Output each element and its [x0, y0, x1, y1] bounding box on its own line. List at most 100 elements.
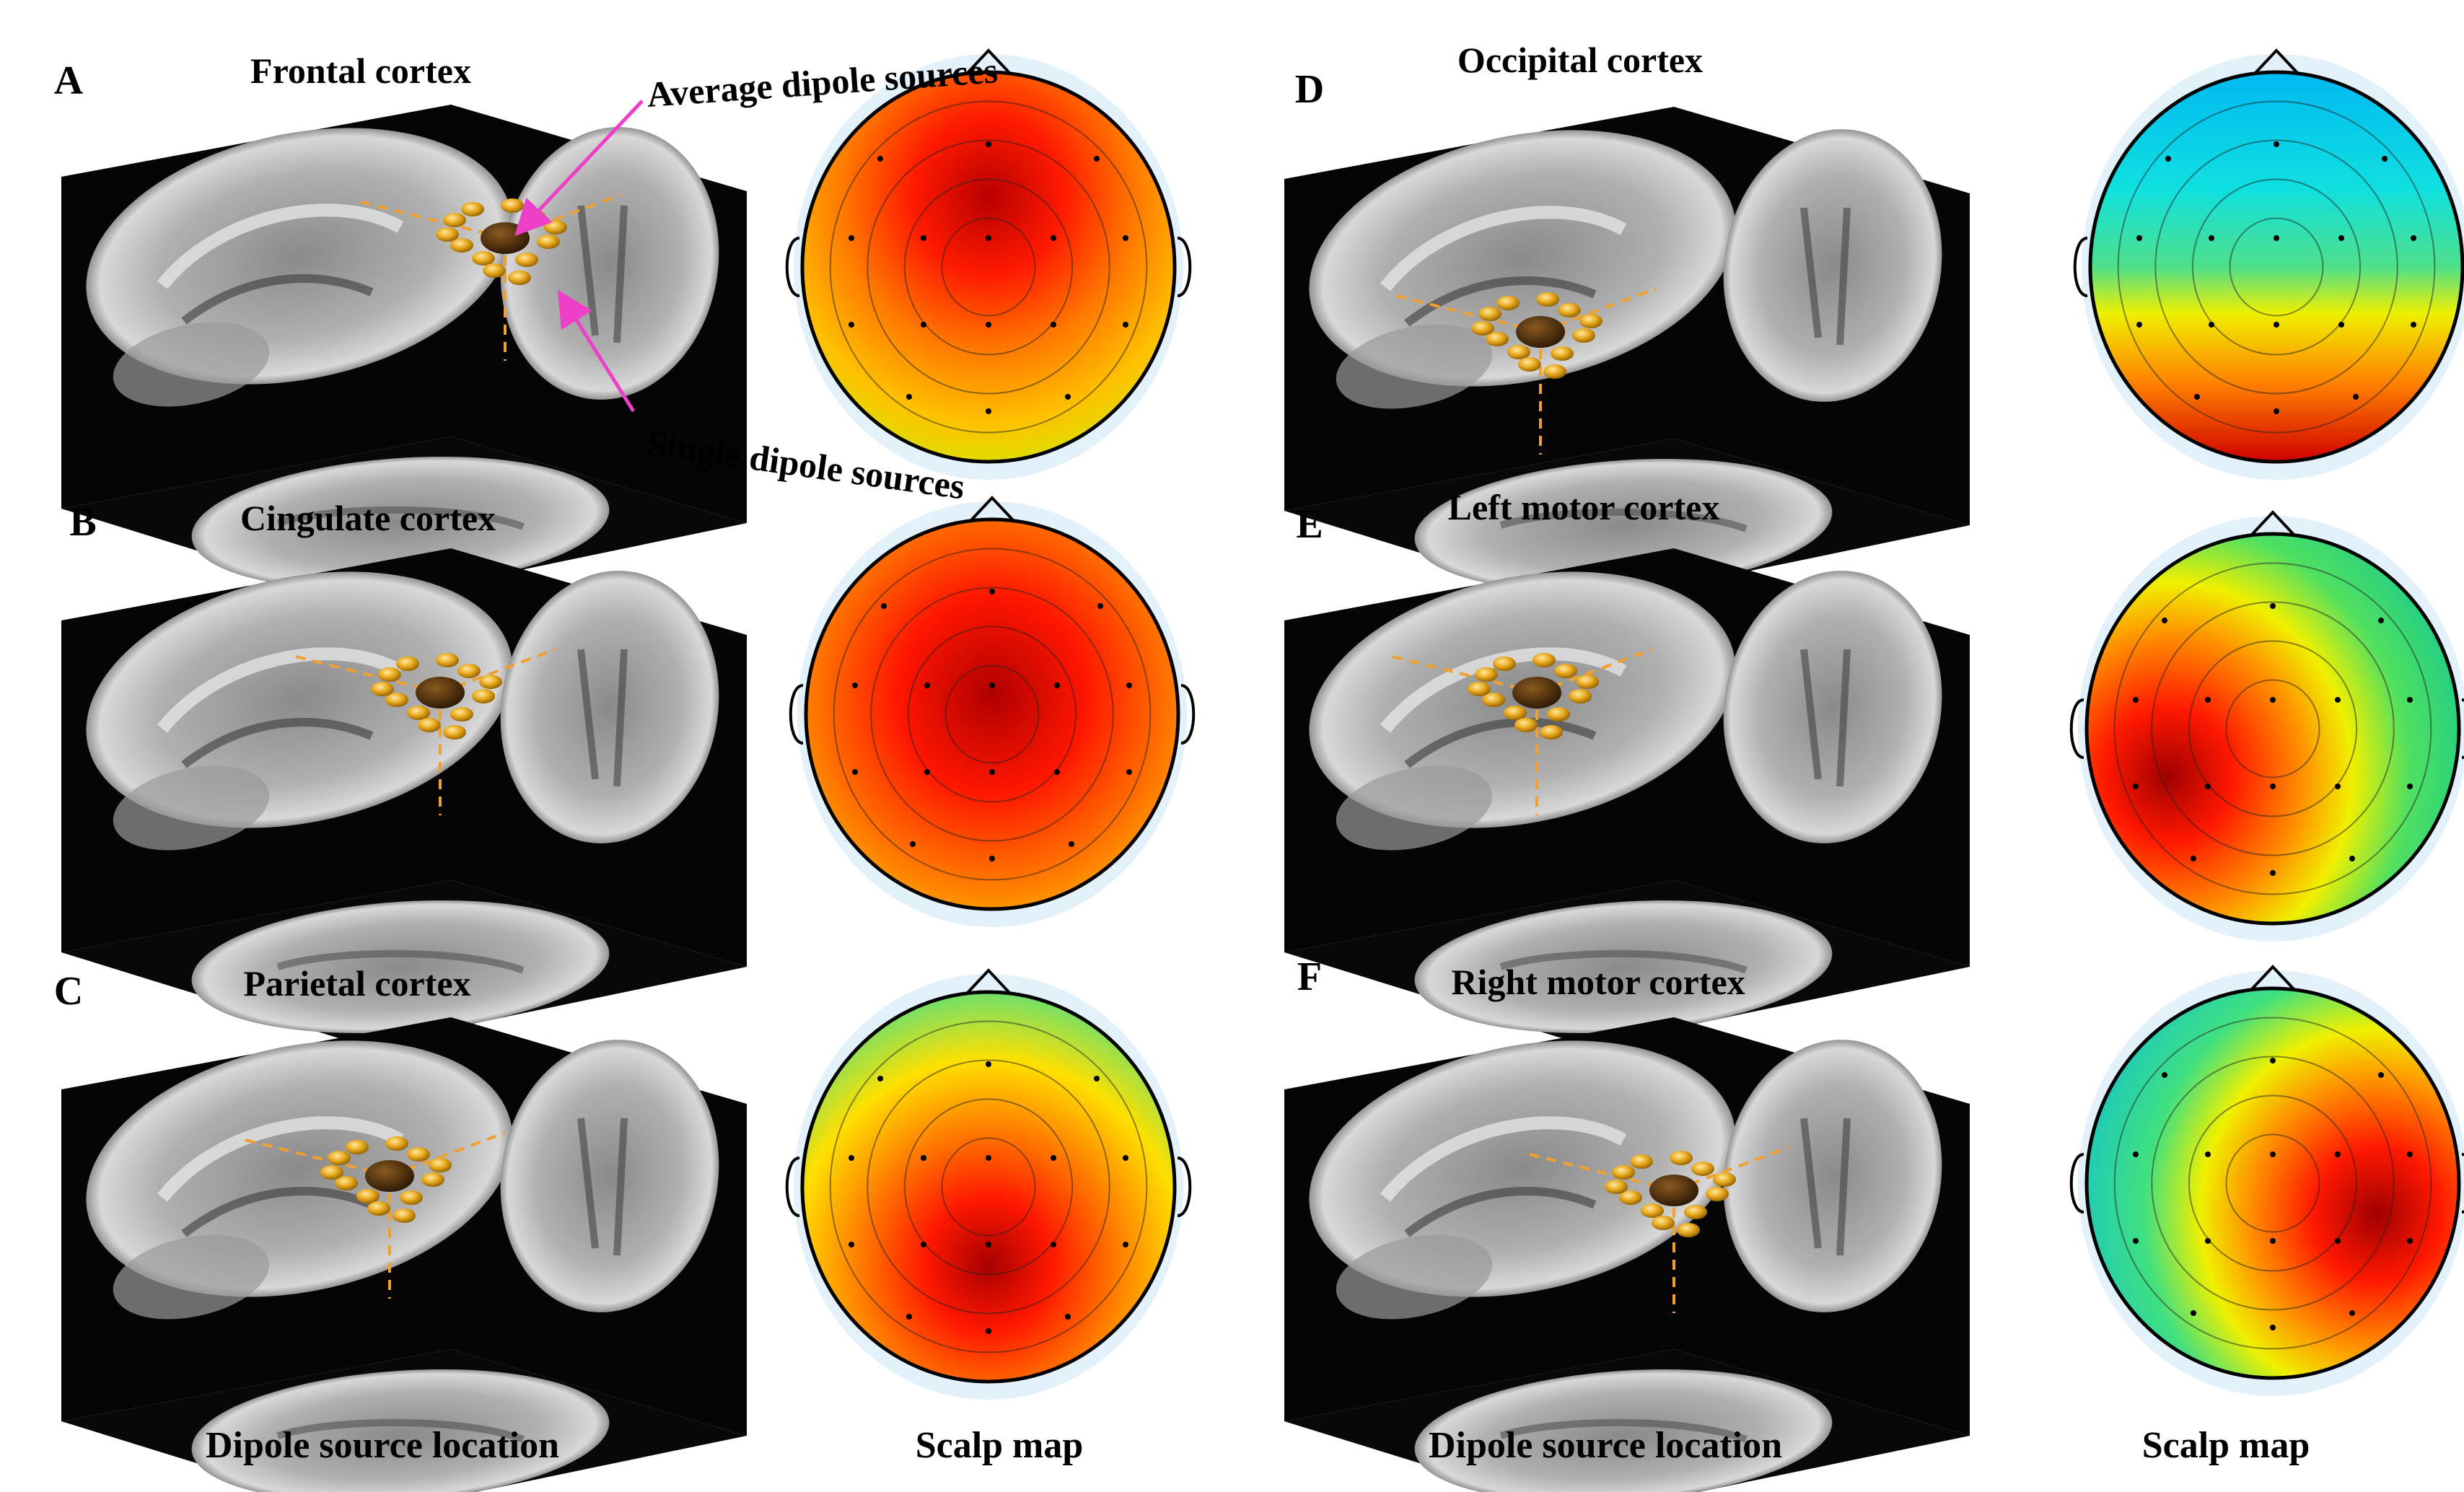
average-dipole-marker: [1649, 1175, 1698, 1206]
single-dipole-marker: [537, 234, 560, 249]
electrode-dot: [2133, 697, 2139, 703]
single-dipole-marker: [1507, 345, 1530, 359]
electrode-dot: [2270, 1238, 2276, 1244]
sagittal-brain: [1309, 1040, 1736, 1297]
scalp-map: [789, 496, 1196, 927]
electrode-dot: [986, 235, 991, 241]
right-ear-icon: [1177, 237, 1192, 297]
single-dipole-marker: [450, 707, 473, 721]
single-dipole-marker: [1605, 1180, 1628, 1194]
electrode-dot: [986, 322, 991, 328]
electrode-dot: [2270, 1058, 2276, 1063]
electrode-dot: [1126, 683, 1132, 688]
electrode-dot: [2335, 1238, 2341, 1244]
dipole-cluster: [1392, 648, 1653, 815]
single-dipole-marker: [1533, 653, 1556, 667]
average-dipole-marker: [416, 677, 465, 708]
single-dipole-marker: [436, 227, 459, 242]
electrode-dot: [2133, 1238, 2139, 1244]
electrode-dot: [906, 1314, 912, 1320]
nose-icon: [969, 496, 1015, 522]
electrode-dot: [2274, 141, 2279, 147]
electrode-dot: [2270, 697, 2276, 703]
dipole-cluster: [1395, 287, 1657, 455]
electrode-dot: [1054, 769, 1060, 775]
single-dipole-marker: [1536, 292, 1559, 307]
single-dipole-marker: [407, 1147, 430, 1162]
electrode-dot: [921, 235, 926, 241]
electrode-dot: [986, 141, 991, 147]
axial-brain: [191, 456, 610, 590]
left-ear-icon: [789, 684, 804, 745]
axial-brain: [191, 900, 610, 1034]
single-arrow: [557, 289, 636, 413]
electrode-dot: [1051, 1155, 1056, 1161]
electrode-dot: [986, 1242, 991, 1247]
single-dipole-marker: [1677, 1223, 1700, 1237]
single-dipole-marker: [385, 1136, 408, 1151]
left-ear-icon: [2069, 1153, 2084, 1214]
electrode-dot: [921, 1242, 926, 1247]
single-dipole-marker: [1554, 664, 1577, 678]
single-dipole-marker: [367, 1201, 390, 1216]
electrode-dot: [924, 769, 930, 775]
electrode-dot: [2270, 1325, 2276, 1330]
contour-line: [2117, 100, 2436, 434]
electrode-dot: [1126, 769, 1132, 775]
single-dipole-marker: [335, 1176, 358, 1190]
scalp-head: [804, 517, 1180, 911]
electrode-dot: [2133, 784, 2139, 789]
single-dipole-marker: [1641, 1203, 1664, 1218]
single-dipole-marker: [457, 664, 481, 678]
single-dipole-marker: [479, 675, 502, 689]
single-dipole-marker: [407, 706, 430, 720]
contour-line: [2225, 1133, 2320, 1233]
single-dipole-marker: [436, 653, 459, 667]
contour-line: [2188, 640, 2358, 817]
scalp-head: [2088, 70, 2464, 464]
contour-line: [2113, 562, 2432, 895]
electrode-dot: [1051, 1242, 1056, 1247]
electrode-dot: [1065, 1314, 1071, 1320]
single-dipole-marker: [1713, 1172, 1736, 1187]
electrode-dot: [852, 683, 858, 688]
single-dipole-marker: [371, 682, 394, 696]
brain-slices: [1284, 548, 1970, 1046]
brain-slices: [61, 1017, 747, 1492]
electrode-dot: [2133, 1151, 2139, 1157]
scalp-map: [2069, 510, 2464, 942]
dipole-cluster: [245, 1131, 506, 1299]
single-dipole-marker: [1486, 332, 1509, 346]
electrode-dot: [2274, 322, 2279, 328]
single-dipole-marker: [1630, 1154, 1653, 1169]
scalp-map: [2073, 48, 2464, 480]
footer-scalp-right: Scalp map: [2142, 1425, 2310, 1466]
electrode-dot: [2270, 603, 2276, 609]
electrode-dot: [2205, 784, 2211, 789]
single-dipole-marker: [1612, 1165, 1635, 1180]
electrode-dot: [1123, 235, 1128, 241]
single-dipole-marker: [1493, 657, 1516, 671]
electrode-dot: [2274, 235, 2279, 241]
electrode-dot: [2136, 235, 2142, 241]
electrode-dot: [2349, 856, 2355, 861]
electrode-dot: [2335, 697, 2341, 703]
single-dipole-marker: [1619, 1190, 1642, 1205]
electrode-dot: [2270, 784, 2276, 789]
electrode-dot: [2378, 1072, 2384, 1078]
single-dipole-marker: [356, 1189, 380, 1203]
electrode-dot: [1094, 156, 1100, 162]
electrode-dot: [921, 1155, 926, 1161]
scalp-map: [2069, 965, 2464, 1396]
left-ear-icon: [785, 237, 800, 297]
panel-title: Left motor cortex: [1448, 487, 1720, 527]
panel-title: Occipital cortex: [1457, 40, 1703, 80]
scalp-head: [2084, 986, 2461, 1380]
single-dipole-marker: [1572, 328, 1595, 343]
nose-icon: [2253, 48, 2299, 75]
electrode-dot: [2165, 156, 2171, 162]
average-dipole-marker: [365, 1160, 414, 1192]
contour-line: [2188, 1094, 2358, 1272]
